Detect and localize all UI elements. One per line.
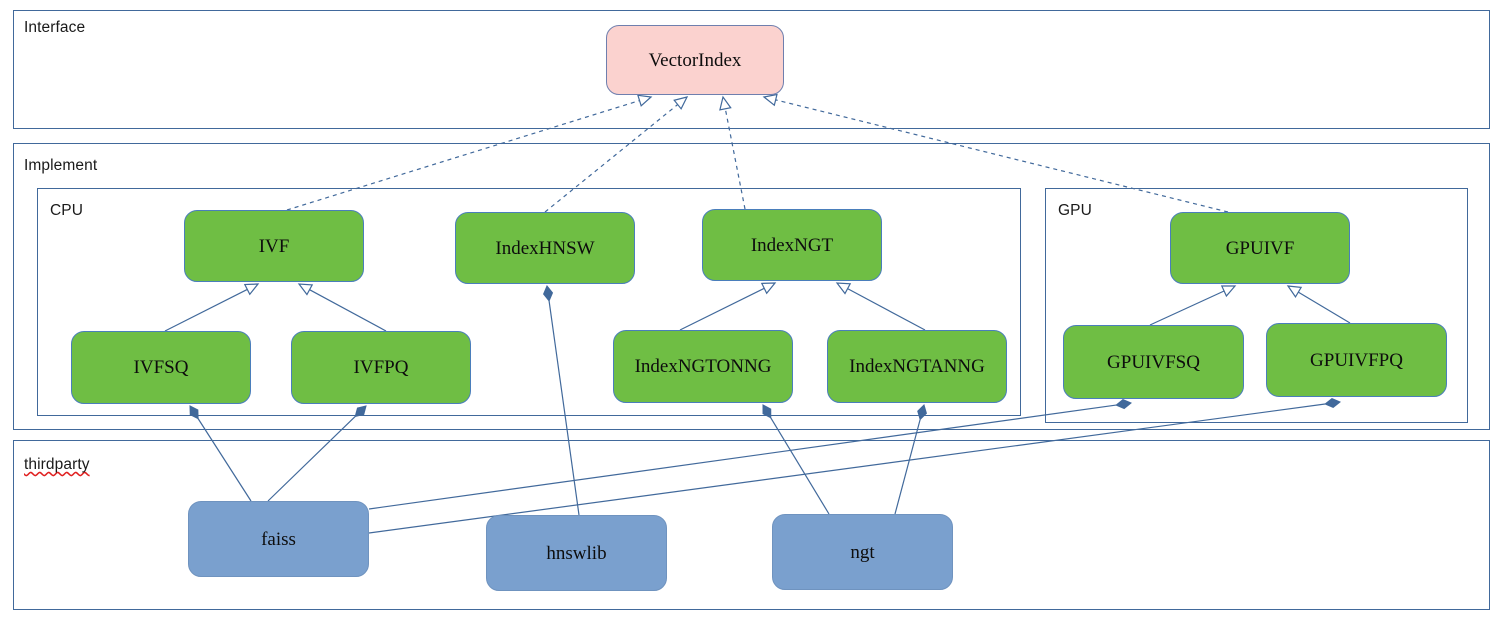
- node-gpuivfsq[interactable]: GPUIVFSQ: [1063, 325, 1244, 399]
- group-label-cpu: CPU: [50, 202, 84, 219]
- node-indexngtonng[interactable]: IndexNGTONNG: [613, 330, 793, 403]
- group-label-gpu: GPU: [1058, 202, 1092, 219]
- node-indexngtanng[interactable]: IndexNGTANNG: [827, 330, 1007, 403]
- node-ngt[interactable]: ngt: [772, 514, 953, 590]
- group-label-thirdparty: thirdparty: [24, 456, 90, 473]
- node-vectorindex[interactable]: VectorIndex: [606, 25, 784, 95]
- node-gpuivfpq[interactable]: GPUIVFPQ: [1266, 323, 1447, 397]
- node-indexhnsw[interactable]: IndexHNSW: [455, 212, 635, 284]
- group-box-interface: [13, 10, 1490, 129]
- node-ivf[interactable]: IVF: [184, 210, 364, 282]
- group-label-interface: Interface: [24, 19, 86, 36]
- node-hnswlib[interactable]: hnswlib: [486, 515, 667, 591]
- node-indexngt[interactable]: IndexNGT: [702, 209, 882, 281]
- node-ivfpq[interactable]: IVFPQ: [291, 331, 471, 404]
- group-label-implement: Implement: [24, 157, 98, 174]
- node-faiss[interactable]: faiss: [188, 501, 369, 577]
- node-ivfsq[interactable]: IVFSQ: [71, 331, 251, 404]
- node-gpuivf[interactable]: GPUIVF: [1170, 212, 1350, 284]
